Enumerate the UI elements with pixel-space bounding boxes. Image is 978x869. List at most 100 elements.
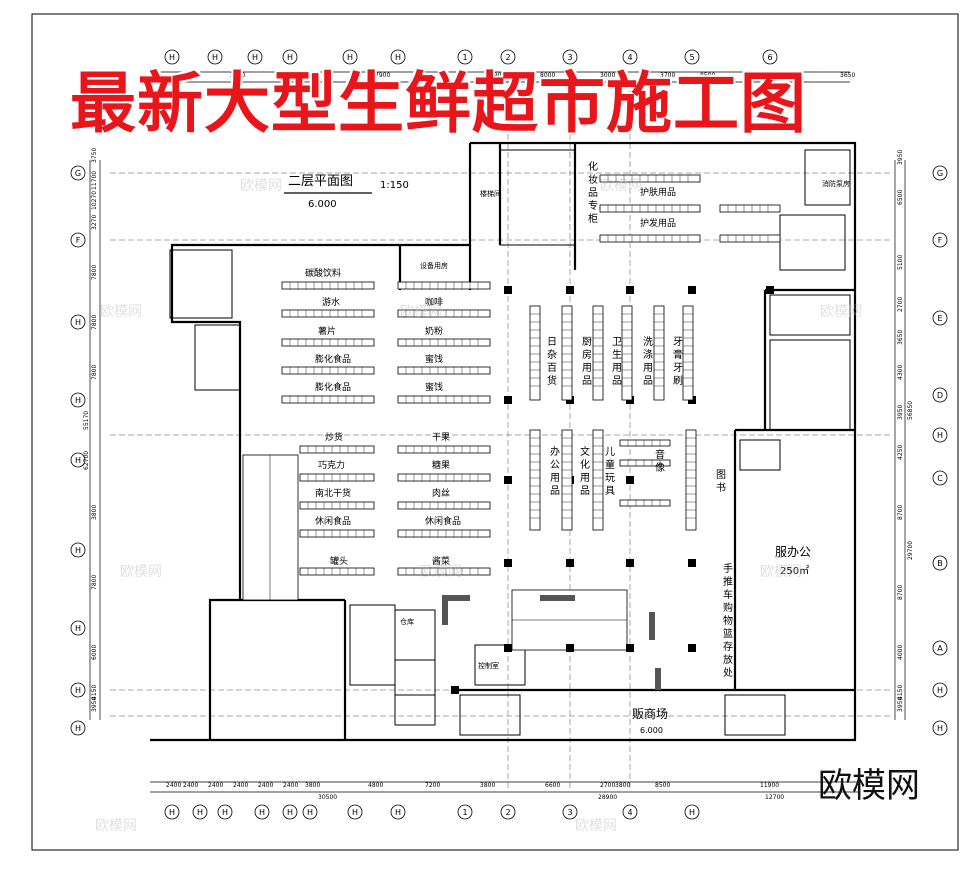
plan-title: 二层平面图 bbox=[288, 174, 353, 189]
dimension-value: 2400 bbox=[258, 782, 273, 789]
label-sales-level: 6.000 bbox=[640, 726, 663, 735]
svg-text:3: 3 bbox=[567, 53, 572, 62]
label-snack-1: 休闲食品 bbox=[315, 515, 351, 527]
label-pickles: 酱菜 bbox=[432, 555, 450, 567]
axis-bubble-bottom: H bbox=[347, 804, 363, 820]
dimension-value: 2400 bbox=[233, 782, 248, 789]
axis-bubble-top: 2 bbox=[500, 49, 516, 65]
svg-text:H: H bbox=[252, 53, 258, 62]
label-drinks: 碳酸饮料 bbox=[305, 267, 341, 279]
dimension-value: 2700 bbox=[897, 297, 904, 312]
axis-bubble-top: H bbox=[207, 49, 223, 65]
svg-text:H: H bbox=[352, 808, 358, 817]
brand-logo: 欧模网 bbox=[818, 766, 920, 806]
axis-bubble-bottom: H bbox=[282, 804, 298, 820]
label-toys: 儿童玩具 bbox=[605, 446, 615, 497]
dimension-value: 7200 bbox=[425, 782, 440, 789]
label-puffed-1: 膨化食品 bbox=[315, 353, 351, 365]
shelf-left bbox=[281, 366, 375, 375]
shelf-right bbox=[397, 529, 491, 538]
dimension-value: 3950 bbox=[897, 150, 904, 165]
label-audio: 音像 bbox=[655, 448, 665, 474]
dimension-value: 4300 bbox=[897, 365, 904, 380]
axis-bubble-bottom: 2 bbox=[500, 804, 516, 820]
axis-bubble-top: 4 bbox=[622, 49, 638, 65]
dimension-value: 55170 bbox=[83, 411, 90, 430]
label-cleaning: 洗涤用品 bbox=[643, 336, 653, 387]
label-stair: 楼梯间 bbox=[480, 189, 501, 198]
shelf-left bbox=[281, 281, 375, 290]
shelf-vertical bbox=[592, 305, 604, 401]
label-hair-care: 护发用品 bbox=[640, 217, 676, 229]
label-oral: 牙膏牙刷 bbox=[673, 336, 683, 387]
axis-bubble-right: G bbox=[932, 165, 948, 181]
axis-bubble-top: 5 bbox=[684, 49, 700, 65]
dimension-value: 39000 bbox=[490, 72, 509, 79]
dimension-value: 4150 bbox=[91, 685, 98, 700]
dimension-value: 2400 bbox=[208, 782, 223, 789]
axis-bubble-bottom: 4 bbox=[622, 804, 638, 820]
watermark-text: 欧模网 bbox=[575, 818, 617, 834]
escalator-steps bbox=[269, 455, 627, 621]
svg-text:H: H bbox=[937, 431, 943, 440]
svg-text:H: H bbox=[259, 808, 265, 817]
watermark-text: 欧模网 bbox=[420, 564, 462, 580]
axis-bubble-left: H bbox=[70, 314, 86, 330]
axis-bubble-top: H bbox=[247, 49, 263, 65]
dimension-value: 8700 bbox=[897, 505, 904, 520]
column bbox=[504, 396, 512, 404]
shelf-right bbox=[397, 281, 491, 290]
shelf-books bbox=[619, 499, 671, 507]
label-skin-care: 护肤用品 bbox=[640, 186, 676, 198]
svg-text:5: 5 bbox=[689, 53, 694, 62]
label-sweets: 糖果 bbox=[432, 459, 450, 471]
label-floss: 肉丝 bbox=[432, 487, 450, 499]
svg-text:H: H bbox=[75, 686, 81, 695]
vertical-zone-labels: 化妆品专柜 日杂百货 厨房用品 卫生用品 洗涤用品 牙膏牙刷 办公用品 文化用品… bbox=[547, 160, 733, 679]
axis-bubble-top: H bbox=[390, 49, 406, 65]
shelf-right bbox=[397, 473, 491, 482]
column bbox=[688, 644, 696, 652]
shelf-left bbox=[299, 473, 375, 482]
column bbox=[688, 559, 696, 567]
label-southnorth: 南北干货 bbox=[315, 487, 351, 499]
dimension-value: 2400 bbox=[166, 782, 181, 789]
label-store: 仓库 bbox=[400, 617, 414, 626]
column bbox=[566, 286, 574, 294]
svg-text:H: H bbox=[287, 808, 293, 817]
axis-bubble-bottom: H bbox=[164, 804, 180, 820]
dimension-value: 7800 bbox=[91, 365, 98, 380]
svg-text:H: H bbox=[169, 808, 175, 817]
svg-text:H: H bbox=[937, 724, 943, 733]
watermark-text: 欧模网 bbox=[820, 304, 862, 320]
dimension-value: 3800 bbox=[480, 782, 495, 789]
axis-bubble-right: H bbox=[932, 427, 948, 443]
dimension-value: 3700 bbox=[660, 72, 675, 79]
watermark-text: 欧模网 bbox=[100, 304, 142, 320]
shelf-vertical bbox=[685, 429, 697, 531]
axis-bubble-left: H bbox=[70, 392, 86, 408]
axis-bubble-left: H bbox=[70, 720, 86, 736]
label-sales: 贩商场 bbox=[632, 706, 668, 721]
axis-bubble-top: 3 bbox=[562, 49, 578, 65]
label-candy-2: 蜜饯 bbox=[425, 381, 443, 393]
shelf-right bbox=[397, 445, 491, 454]
dimension-value: 28900 bbox=[598, 794, 617, 801]
label-nuts: 炒货 bbox=[325, 431, 343, 443]
column bbox=[504, 476, 512, 484]
shelf-books bbox=[619, 439, 671, 447]
shelf-vertical bbox=[592, 429, 604, 531]
dimension-value: 3000 bbox=[230, 72, 245, 79]
axis-bubble-bottom: H bbox=[254, 804, 270, 820]
column bbox=[626, 644, 634, 652]
watermark-text: 欧模网 bbox=[95, 818, 137, 834]
svg-text:F: F bbox=[938, 236, 943, 245]
dimension-value: 3000 bbox=[600, 72, 615, 79]
shelf-vertical bbox=[621, 305, 633, 401]
shelf-vertical bbox=[529, 429, 541, 531]
svg-text:H: H bbox=[197, 808, 203, 817]
shelf-cosmetics bbox=[719, 204, 781, 213]
